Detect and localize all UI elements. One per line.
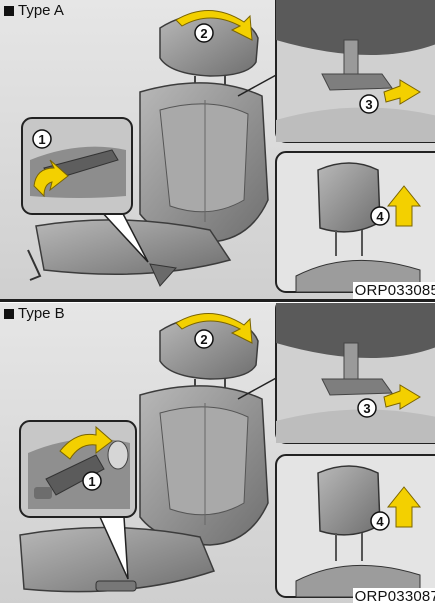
black-square-icon xyxy=(4,309,14,319)
svg-text:3: 3 xyxy=(363,401,370,416)
svg-text:4: 4 xyxy=(376,209,384,224)
panel-divider xyxy=(0,299,435,302)
step-marker-4: 4 xyxy=(371,207,389,225)
panel-b-illustration: 1 2 3 4 xyxy=(0,303,435,603)
figure-code-b: ORP033087 xyxy=(353,588,435,605)
type-b-label: Type B xyxy=(4,305,65,322)
panel-type-a: 1 2 3 4 Type A ORP033085 xyxy=(0,0,435,299)
svg-text:4: 4 xyxy=(376,514,384,529)
svg-text:1: 1 xyxy=(38,132,45,147)
svg-text:2: 2 xyxy=(200,332,207,347)
step-marker-1: 1 xyxy=(83,472,101,490)
type-a-label: Type A xyxy=(4,2,64,19)
step-marker-1: 1 xyxy=(33,130,51,148)
step-marker-2: 2 xyxy=(195,330,213,348)
inset-headrest-up xyxy=(276,152,435,292)
seat-cushion-shape xyxy=(36,220,230,274)
step-marker-2: 2 xyxy=(195,24,213,42)
inset-headrest-up xyxy=(276,455,435,597)
step-marker-3: 3 xyxy=(360,95,378,113)
inset-release-button xyxy=(276,0,435,142)
panel-type-b: 1 2 3 4 Type B ORP033087 xyxy=(0,303,435,605)
type-a-title: Type A xyxy=(18,2,64,19)
svg-text:2: 2 xyxy=(200,26,207,41)
inset-release-button xyxy=(276,303,435,443)
panel-a-illustration: 1 2 3 4 xyxy=(0,0,435,299)
step-marker-3: 3 xyxy=(358,399,376,417)
type-b-title: Type B xyxy=(18,305,65,322)
black-square-icon xyxy=(4,6,14,16)
inset-side-switch xyxy=(20,421,136,517)
figure-code-a: ORP033085 xyxy=(353,282,435,299)
svg-text:1: 1 xyxy=(88,474,95,489)
svg-text:3: 3 xyxy=(365,97,372,112)
step-marker-4: 4 xyxy=(371,512,389,530)
